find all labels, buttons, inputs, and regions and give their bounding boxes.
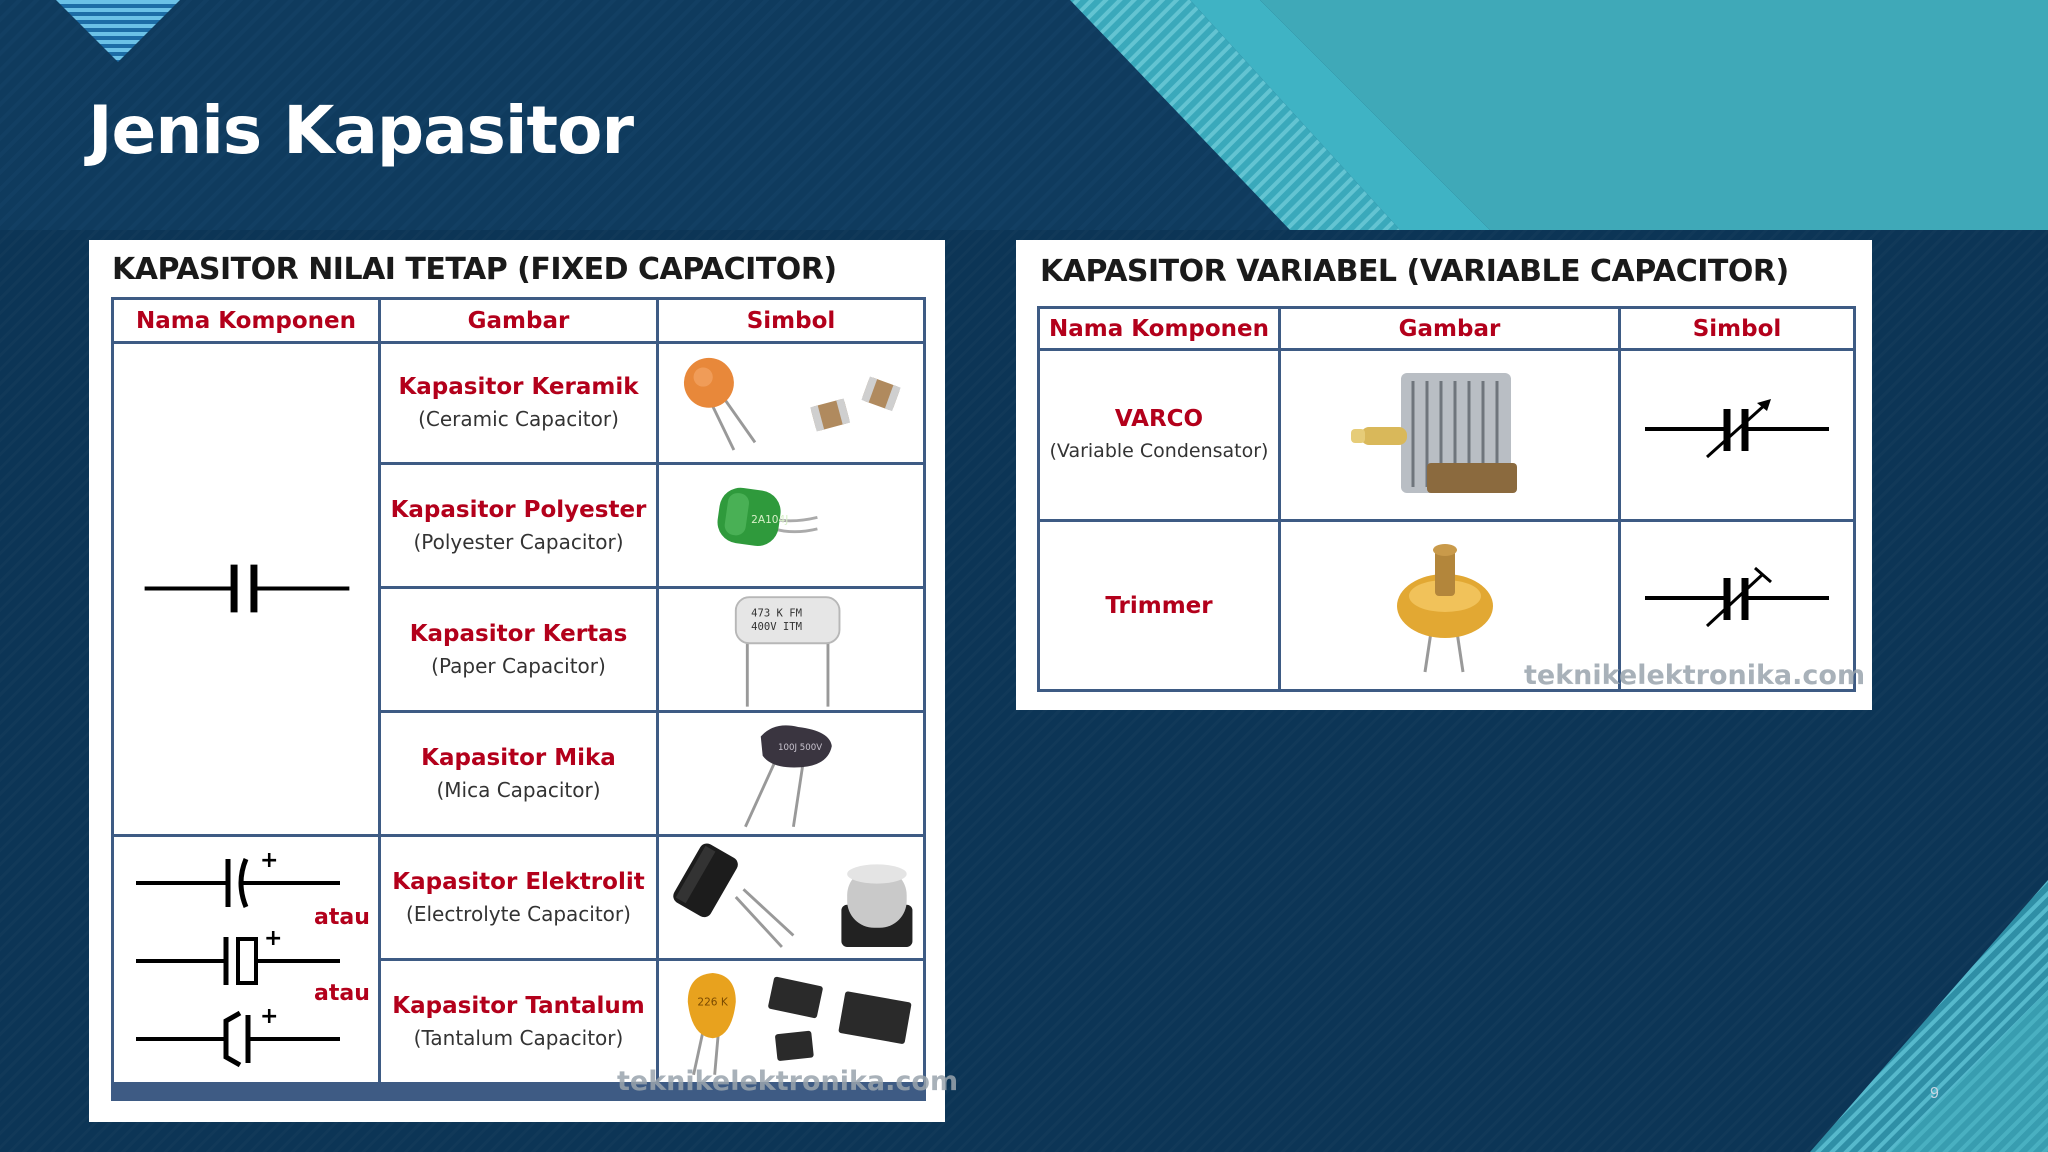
fixed-capacitor-symbol — [114, 344, 378, 834]
fixed-capacitor-heading: KAPASITOR NILAI TETAP (FIXED CAPACITOR) — [112, 252, 837, 287]
trimmer-capacitor-image — [1281, 522, 1618, 689]
watermark: teknikelektronika.com — [1524, 660, 1866, 691]
column-header-image: Gambar — [1281, 309, 1618, 348]
corner-decoration — [1810, 880, 2048, 1152]
watermark: teknikelektronika.com — [617, 1066, 959, 1097]
table-row-ceramic-name: Kapasitor Keramik (Ceramic Capacitor) — [381, 344, 656, 462]
variable-capacitor-heading: KAPASITOR VARIABEL (VARIABLE CAPACITOR) — [1040, 254, 1789, 289]
varco-symbol — [1621, 351, 1853, 519]
header-band — [0, 0, 2048, 230]
component-name: Kapasitor Kertas — [409, 620, 628, 647]
component-subtitle: (Polyester Capacitor) — [413, 529, 624, 554]
column-header-symbol: Simbol — [1621, 309, 1853, 348]
mica-print: 100J 500V — [778, 743, 822, 753]
component-subtitle: (Electrolyte Capacitor) — [406, 901, 631, 926]
atau-label: atau — [314, 981, 370, 1006]
component-name: Kapasitor Mika — [421, 744, 616, 771]
component-name: Trimmer — [1105, 592, 1213, 619]
variable-capacitor-panel: KAPASITOR VARIABEL (VARIABLE CAPACITOR) … — [1016, 240, 1872, 710]
trimmer-symbol — [1621, 522, 1853, 689]
component-name: Kapasitor Tantalum — [392, 992, 645, 1019]
atau-label: atau — [314, 905, 370, 930]
component-subtitle: (Paper Capacitor) — [431, 653, 606, 678]
tantalum-print: 226 K — [697, 997, 728, 1009]
ceramic-capacitor-image — [659, 344, 923, 462]
slide-title: Jenis Kapasitor — [88, 92, 634, 169]
mica-capacitor-image: 100J 500V — [659, 713, 923, 834]
table-row-electrolyte-name: Kapasitor Elektrolit (Electrolyte Capaci… — [381, 837, 656, 958]
table-row-tantalum-name: Kapasitor Tantalum (Tantalum Capacitor) — [381, 961, 656, 1082]
component-subtitle: (Tantalum Capacitor) — [413, 1025, 624, 1050]
paper-print-line2: 400V ITM — [751, 621, 802, 633]
table-row-polyester-name: Kapasitor Polyester (Polyester Capacitor… — [381, 465, 656, 586]
component-name: VARCO — [1114, 406, 1204, 432]
component-name: Kapasitor Keramik — [398, 374, 639, 400]
table-row-mica-name: Kapasitor Mika (Mica Capacitor) — [381, 713, 656, 834]
paper-print-line1: 473 K FM — [751, 607, 802, 619]
variable-capacitor-table: Nama Komponen Gambar Simbol VARCO (Varia… — [1037, 306, 1856, 692]
component-subtitle: (Mica Capacitor) — [436, 777, 601, 802]
column-header-image: Gambar — [381, 300, 656, 341]
page-number: 9 — [1930, 1085, 1939, 1102]
electrolyte-capacitor-image — [659, 837, 923, 958]
table-row-paper-name: Kapasitor Kertas (Paper Capacitor) — [381, 589, 656, 710]
plus-sign: + — [260, 848, 278, 873]
component-subtitle: (Ceramic Capacitor) — [418, 407, 619, 431]
column-header-name: Nama Komponen — [1040, 309, 1278, 348]
component-subtitle: (Variable Condensator) — [1049, 440, 1269, 462]
component-name: Kapasitor Polyester — [390, 496, 647, 523]
polarized-capacitor-symbols: + + + atau atau — [114, 837, 378, 1082]
polyester-capacitor-image: 2A104J — [659, 465, 923, 586]
table-row-trimmer-name: Trimmer — [1040, 522, 1278, 689]
plus-sign: + — [264, 926, 282, 951]
column-header-name: Nama Komponen — [114, 300, 378, 341]
table-row-varco-name: VARCO (Variable Condensator) — [1040, 351, 1278, 519]
polyester-print: 2A104J — [751, 514, 788, 526]
tantalum-capacitor-image: 226 K — [659, 961, 923, 1082]
fixed-capacitor-panel: KAPASITOR NILAI TETAP (FIXED CAPACITOR) … — [89, 240, 958, 1122]
column-header-symbol: Simbol — [659, 300, 923, 341]
component-name: Kapasitor Elektrolit — [392, 868, 645, 895]
plus-sign: + — [260, 1004, 278, 1029]
fixed-capacitor-table: Nama Komponen Gambar Simbol Kapasitor Ke… — [111, 297, 926, 1101]
paper-capacitor-image: 473 K FM 400V ITM — [659, 589, 923, 710]
varco-capacitor-image — [1281, 351, 1618, 519]
